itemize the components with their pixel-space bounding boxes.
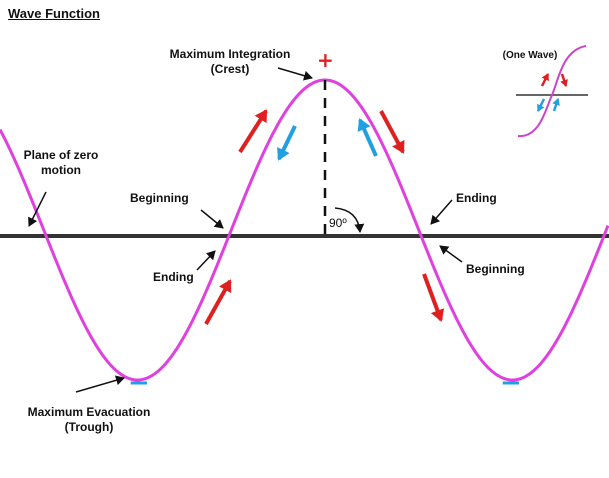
inset-red-arrow-up: [540, 73, 550, 87]
plane-zero-label: Plane of zero motion: [6, 148, 116, 178]
red-arrow-down-right: [422, 273, 445, 322]
trough-pointer-arrow: [75, 375, 125, 393]
max-evacuation-line1: Maximum Evacuation: [27, 405, 151, 419]
plane-zero-line2: motion: [41, 163, 81, 177]
ending-left-label: Ending: [153, 270, 194, 284]
blue-arrow-up-right: [357, 118, 378, 157]
wave-curve: [0, 78, 609, 382]
max-integration-line2: (Crest): [210, 62, 250, 76]
zero-plane-pointer-arrow: [28, 191, 47, 227]
minus-sign-left: −: [128, 368, 150, 398]
inset-blue-arrow-up: [552, 98, 560, 112]
ending-right-label: Ending: [456, 191, 497, 205]
right-angle-arc: [334, 207, 365, 233]
minus-sign-right: −: [500, 368, 522, 398]
max-integration-line1: Maximum Integration: [169, 47, 291, 61]
ending-right-pointer-arrow: [430, 199, 453, 225]
one-wave-label: (One Wave): [502, 50, 558, 61]
plane-zero-line1: Plane of zero: [23, 148, 99, 162]
ending-left-pointer-arrow: [196, 250, 216, 271]
crest-pointer-arrow: [277, 67, 313, 81]
max-evacuation-line2: (Trough): [64, 420, 114, 434]
beginning-left-pointer-arrow: [200, 209, 224, 229]
one-wave-inset: [516, 45, 588, 138]
inset-wave-curve: [517, 45, 587, 138]
red-arrow-up-left: [204, 279, 232, 325]
max-integration-label: Maximum Integration (Crest): [140, 47, 320, 77]
beginning-right-label: Beginning: [466, 262, 525, 276]
diagram-title: Wave Function: [8, 6, 100, 21]
angle-label: 90º: [329, 216, 347, 230]
max-evacuation-label: Maximum Evacuation (Trough): [4, 405, 174, 435]
inset-red-arrow-down: [560, 73, 568, 87]
blue-arrow-down-left: [277, 125, 297, 161]
beginning-right-pointer-arrow: [439, 245, 463, 263]
inset-blue-arrow-down: [536, 98, 546, 112]
beginning-left-label: Beginning: [130, 191, 189, 205]
red-arrow-down-crest: [379, 110, 405, 154]
red-arrow-up-crest: [238, 109, 268, 154]
plus-sign: +: [317, 48, 334, 72]
